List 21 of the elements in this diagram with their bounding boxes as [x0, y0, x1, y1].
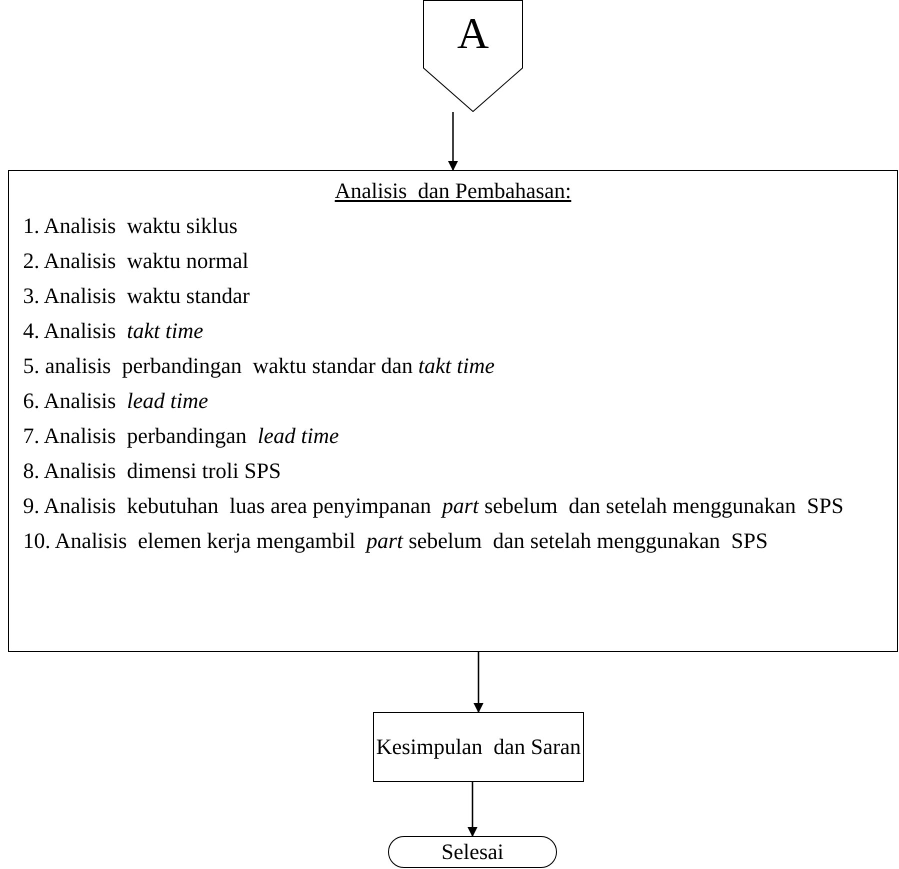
process-box — [373, 712, 584, 782]
list-item: 1. Analisis waktu siklus — [22, 212, 239, 240]
terminal-shape — [388, 836, 557, 868]
section-heading: Analisis dan Pembahasan: — [334, 177, 572, 205]
terminal-label: Selesai — [441, 839, 504, 865]
arrow — [474, 652, 484, 713]
connector-letter: A — [457, 8, 489, 59]
list-item: 8. Analisis dimensi troli SPS — [22, 457, 282, 485]
off-page-connector — [423, 0, 523, 112]
process-box — [8, 170, 898, 652]
list-item: 3. Analisis waktu standar — [22, 282, 251, 310]
arrow — [448, 112, 458, 171]
process-label: Kesimpulan dan Saran — [376, 734, 581, 760]
list-item: 10. Analisis elemen kerja mengambil part sebelum dan setelah menggunakan SPS — [22, 527, 769, 555]
list-item: 7. Analisis perbandingan lead time — [22, 422, 340, 450]
list-item: 9. Analisis kebutuhan luas area penyimpanan part sebelum dan setelah menggunakan SPS — [22, 492, 845, 520]
list-item: 6. Analisis lead time — [22, 387, 210, 415]
list-item: 4. Analisis takt time — [22, 317, 204, 345]
list-item: 5. analisis perbandingan waktu standar dan takt time — [22, 352, 496, 380]
list-item: 2. Analisis waktu normal — [22, 247, 250, 275]
arrow — [468, 782, 478, 837]
